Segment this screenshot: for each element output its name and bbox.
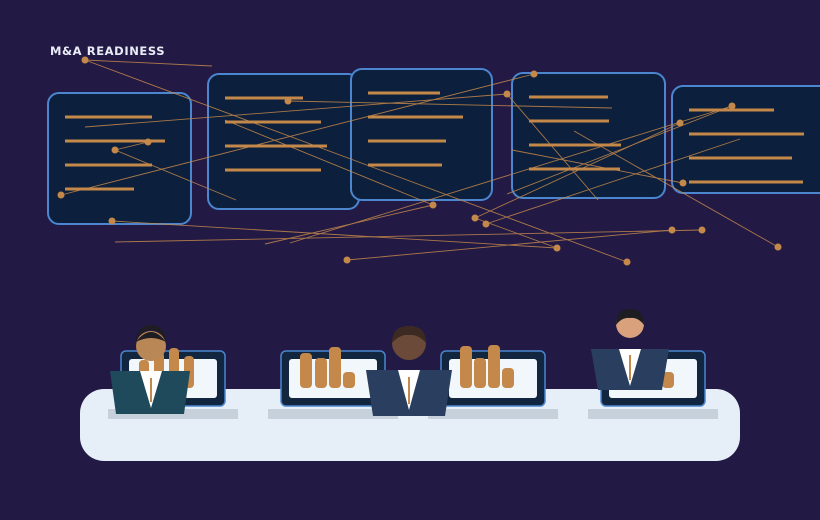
person-icon bbox=[366, 326, 452, 416]
connection-line-icon bbox=[114, 141, 149, 151]
document-card-icon bbox=[47, 92, 192, 225]
connection-line-icon bbox=[114, 149, 237, 201]
connection-line-icon bbox=[506, 105, 733, 195]
person-icon bbox=[110, 325, 190, 414]
connection-line-icon bbox=[224, 119, 434, 206]
connection-line-icon bbox=[60, 73, 535, 196]
connection-line-icon bbox=[506, 93, 599, 201]
connection-line-icon bbox=[289, 105, 733, 244]
person-icon bbox=[591, 309, 669, 390]
connection-line-icon bbox=[111, 220, 558, 249]
connection-line-icon bbox=[287, 100, 613, 109]
connection-nodes bbox=[57, 56, 782, 266]
bar-chart-icon bbox=[460, 345, 514, 388]
page-title: M&A READINESS bbox=[50, 44, 166, 58]
connection-line-icon bbox=[474, 122, 681, 219]
document-card-icon bbox=[671, 85, 820, 194]
document-card-icon bbox=[207, 73, 360, 210]
connection-line-icon bbox=[346, 229, 673, 261]
document-card-icon bbox=[511, 72, 666, 199]
connection-line-icon bbox=[485, 138, 741, 225]
connection-line-icon bbox=[511, 149, 684, 184]
connection-line-icon bbox=[573, 130, 779, 248]
connection-line-icon bbox=[114, 229, 703, 243]
connection-line-icon bbox=[84, 93, 508, 128]
connection-line-icon bbox=[84, 59, 213, 67]
desk bbox=[80, 389, 740, 461]
connection-lines bbox=[60, 59, 779, 263]
connection-line-icon bbox=[84, 59, 628, 263]
document-cards bbox=[47, 68, 820, 225]
bar-chart-icon bbox=[662, 372, 674, 388]
bar-chart-icon bbox=[300, 347, 355, 388]
